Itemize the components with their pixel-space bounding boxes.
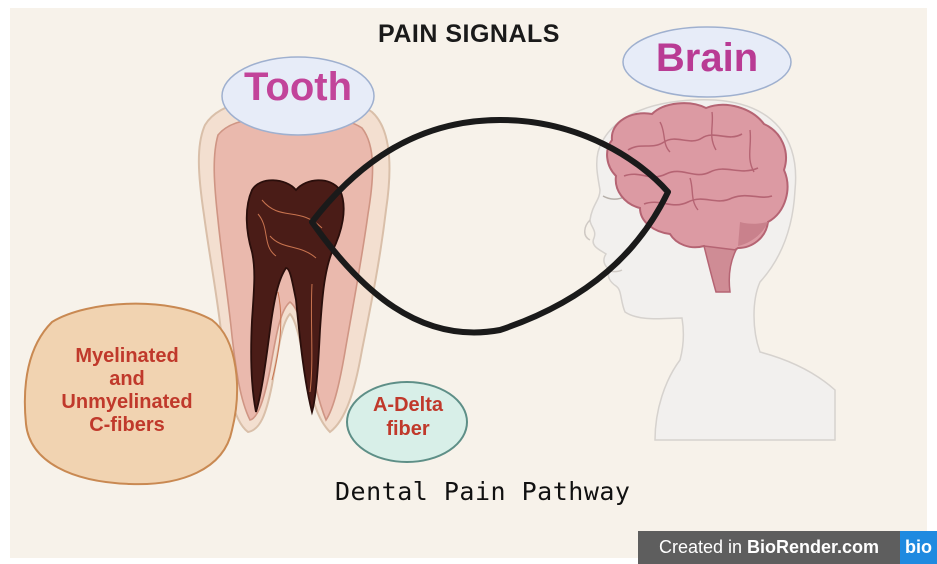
c-fiber-label-line: Unmyelinated <box>32 391 222 414</box>
a-delta-label-line: fiber <box>348 417 468 441</box>
tooth-label: Tooth <box>222 65 374 110</box>
c-fiber-label-line: C-fibers <box>32 414 222 437</box>
diagram-title: PAIN SIGNALS <box>378 20 560 49</box>
c-fiber-label-line: and <box>32 368 222 391</box>
c-fiber-label-line: Myelinated <box>32 345 222 368</box>
a-delta-label: A-Delta fiber <box>348 393 468 441</box>
watermark-brand: BioRender.com <box>747 537 879 558</box>
biorender-watermark[interactable]: Created in BioRender.com bio <box>638 531 937 564</box>
watermark-text: Created in BioRender.com <box>638 531 900 564</box>
watermark-created-in: Created in <box>659 537 742 558</box>
biorender-logo-icon: bio <box>900 531 937 564</box>
c-fiber-label: Myelinated and Unmyelinated C-fibers <box>32 345 222 437</box>
brain-label: Brain <box>623 36 791 81</box>
diagram-caption: Dental Pain Pathway <box>335 477 630 506</box>
a-delta-label-line: A-Delta <box>348 393 468 417</box>
